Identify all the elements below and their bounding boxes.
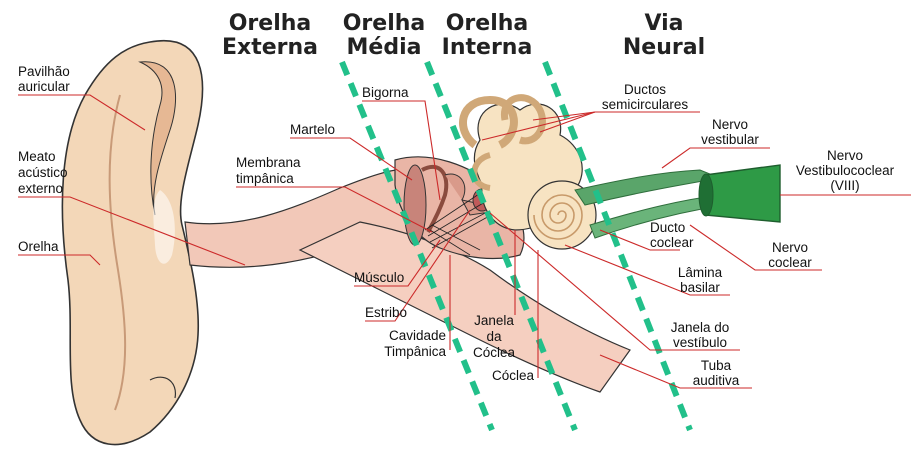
label-line: externo <box>18 181 63 196</box>
label-line: Janela do <box>671 320 730 335</box>
label-cavidade-timpanica: Cavidade Timpânica <box>384 328 446 359</box>
section-header-line: Orelha <box>446 11 529 36</box>
label-line: acústico <box>18 165 68 180</box>
label-musculo: Músculo <box>354 270 404 285</box>
label-line: Tuba <box>701 358 732 373</box>
label-line: (VIII) <box>830 178 859 193</box>
label-membrana-timpanica: Membrana timpânica <box>236 155 301 186</box>
label-line: auditiva <box>693 373 740 388</box>
label-martelo: Martelo <box>290 122 335 137</box>
label-line: Janela <box>474 313 514 328</box>
section-header-outer-ear: Orelha Externa <box>222 11 318 60</box>
label-line: Nervo <box>827 148 863 163</box>
label-line: Lâmina <box>678 265 723 280</box>
label-line: auricular <box>18 79 70 94</box>
label-pavilhao-auricular: Pavilhão auricular <box>18 64 70 94</box>
label-line: Vestibulococlear <box>796 163 895 178</box>
label-line: Nervo <box>712 117 748 132</box>
label-orelha: Orelha <box>18 239 59 254</box>
label-line: Cóclea <box>473 345 516 360</box>
label-line: Pavilhão <box>18 64 70 79</box>
vestibulocochlear-nerve-trunk <box>705 165 780 222</box>
leader-nervo-vestibular <box>662 148 770 168</box>
section-header-inner-ear: Orelha Interna <box>442 11 533 60</box>
label-janela-vestibulo: Janela do vestíbulo <box>671 320 730 350</box>
label-line: Cavidade <box>389 328 446 343</box>
label-line: vestibular <box>701 132 759 147</box>
label-line: coclear <box>768 255 812 270</box>
label-nervo-vestibulococlear: Nervo Vestibulococlear (VIII) <box>796 148 895 193</box>
label-nervo-vestibular: Nervo vestibular <box>701 117 759 147</box>
section-header-line: Via <box>644 11 683 36</box>
label-line: Ducto <box>650 220 685 235</box>
label-meato-acustico: Meato acústico externo <box>18 149 68 196</box>
section-header-neural-path: Via Neural <box>623 11 705 60</box>
label-tuba-auditiva: Tuba auditiva <box>693 358 740 388</box>
nerve-cut-end <box>699 174 713 216</box>
label-line: Ductos <box>624 82 666 97</box>
label-bigorna: Bigorna <box>362 85 409 100</box>
section-header-line: Externa <box>222 35 318 60</box>
label-coclea: Cóclea <box>492 368 535 383</box>
section-header-middle-ear: Orelha Média <box>343 11 426 60</box>
label-line: Timpânica <box>384 344 446 359</box>
label-line: Nervo <box>772 240 808 255</box>
section-header-line: Neural <box>623 35 705 60</box>
label-line: semicirculares <box>602 97 689 112</box>
section-header-line: Orelha <box>343 11 426 36</box>
auricle-shape <box>62 41 202 445</box>
label-lamina-basilar: Lâmina basilar <box>678 265 723 295</box>
label-line: basilar <box>680 280 720 295</box>
label-line: coclear <box>650 235 694 250</box>
label-estribo: Estribo <box>365 305 407 320</box>
label-line: vestíbulo <box>673 335 727 350</box>
auricle-illustration <box>62 41 202 445</box>
label-ductos-semicirculares: Ductos semicirculares <box>602 82 689 112</box>
label-line: da <box>486 329 502 344</box>
section-header-line: Orelha <box>229 11 312 36</box>
label-line: Membrana <box>236 155 301 170</box>
section-header-line: Média <box>347 35 422 60</box>
label-nervo-coclear: Nervo coclear <box>768 240 812 270</box>
section-header-line: Interna <box>442 35 533 60</box>
label-ducto-coclear: Ducto coclear <box>650 220 694 250</box>
label-line: timpânica <box>236 171 294 186</box>
label-line: Meato <box>18 149 56 164</box>
